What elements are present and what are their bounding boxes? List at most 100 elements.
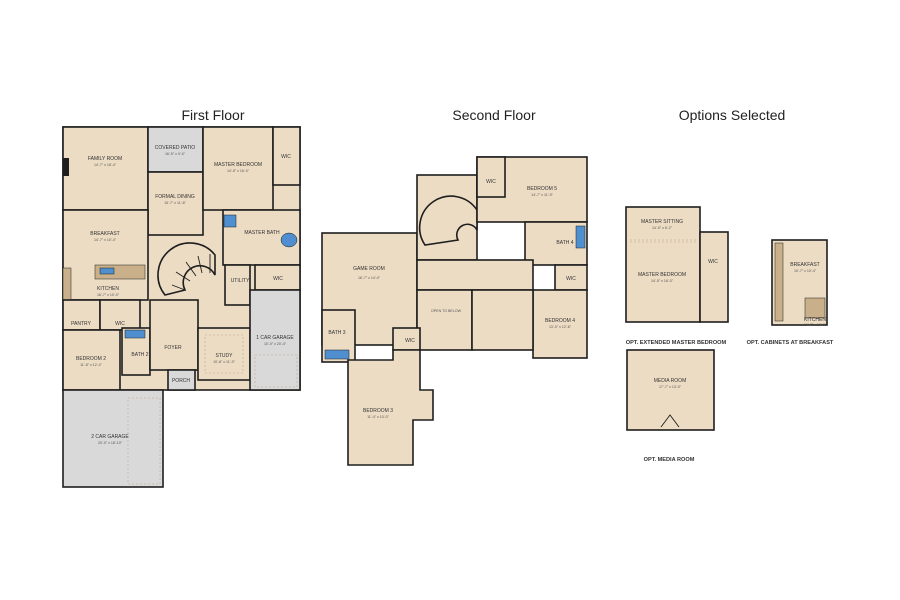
svg-text:WIC: WIC [405,338,415,344]
foyer [149,299,199,371]
svg-text:16'-7" x 10'-0": 16'-7" x 10'-0" [97,293,120,297]
bedroom-2 [62,329,121,391]
svg-text:WIC: WIC [566,276,576,282]
caption-cabinets-breakfast: OPT. CABINETS AT BREAKFAST [747,340,834,346]
sink-icon [99,267,115,275]
label-formal-dining: FORMAL DINING [155,194,195,200]
label-family-room: FAMILY ROOM [88,156,122,162]
caption-media-room: OPT. MEDIA ROOM [644,457,695,463]
svg-text:14'-5" x 16'-0": 14'-5" x 16'-0" [651,279,674,283]
stairs-icon [418,195,478,246]
svg-text:15'-7" x 11'-8": 15'-7" x 11'-8" [164,201,187,205]
covered-patio [147,126,204,173]
family-room [62,126,149,211]
caption-extended-master: OPT. EXTENDED MASTER BEDROOM [626,340,727,346]
bathtub-icon [575,225,586,249]
open-to-below [416,289,473,351]
svg-text:16'-7" x 10'-0": 16'-7" x 10'-0" [804,323,827,327]
2-car-garage [62,389,164,488]
bed2-wic [99,299,141,331]
cabinets [774,242,784,322]
svg-text:WIC: WIC [273,276,283,282]
svg-text:BATH 3: BATH 3 [328,330,345,336]
door-icon [660,414,680,428]
label-2-car-garage: 2 CAR GARAGE [91,434,129,440]
label-master-bath: MASTER BATH [244,230,280,236]
label-bedroom-2: BEDROOM 2 [76,356,106,362]
label-game-room: GAME ROOM [353,266,385,272]
label-bedroom-5: BEDROOM 5 [527,186,557,192]
svg-text:BATH 4: BATH 4 [556,240,573,246]
fireplace-icon [63,158,69,176]
second-floor-plan: GAME ROOM 16'-7" x 14'-0" BEDROOM 5 14'-… [321,156,588,466]
bath-wic [254,264,301,291]
svg-text:10'-0" x 20'-4": 10'-0" x 20'-4" [264,342,287,346]
bathtub-icon [124,329,146,339]
upstairs-hall [416,259,534,291]
first-floor-plan: FAMILY ROOM 14'-7" x 18'-4" COVERED PATI… [62,126,301,488]
kitchen-counter [804,297,826,319]
options-title: Options Selected [679,107,786,123]
option-extended-master: MASTER SITTING 14'-5" x 6'-2" MASTER BED… [625,206,729,346]
label-bedroom-3: BEDROOM 3 [363,408,393,414]
svg-text:14'-5" x 6'-2": 14'-5" x 6'-2" [652,226,673,230]
svg-text:PANTRY: PANTRY [71,321,91,327]
bedroom-4 [532,289,588,359]
svg-text:16'-5" x 9'-0": 16'-5" x 9'-0" [165,152,186,156]
svg-text:WIC: WIC [115,321,125,327]
option-cabinets-breakfast: BREAKFAST 10'-7" x 10'-4" KITCHEN 16'-7"… [747,239,834,346]
svg-text:MEDIA ROOM: MEDIA ROOM [654,378,687,384]
svg-text:20'-0" x 18'-10": 20'-0" x 18'-10" [98,441,123,445]
svg-text:11'-8" x 12'-4": 11'-8" x 12'-4" [80,363,103,367]
option-media-room: MEDIA ROOM 17'-7" x 13'-0" OPT. MEDIA RO… [626,349,715,463]
svg-text:10'-7" x 10'-4": 10'-7" x 10'-4" [794,269,817,273]
svg-text:WIC: WIC [281,154,291,160]
svg-text:MASTER BEDROOM: MASTER BEDROOM [638,272,686,278]
upper-room [471,289,534,351]
shower-icon [223,214,237,228]
bedroom-3 [347,349,434,466]
svg-text:PORCH: PORCH [172,378,190,384]
label-bedroom-4: BEDROOM 4 [545,318,575,324]
svg-text:14'-5" x 16'-0": 14'-5" x 16'-0" [227,169,250,173]
svg-text:16'-7" x 14'-0": 16'-7" x 14'-0" [358,276,381,280]
svg-text:10'-8" x 11'-3": 10'-8" x 11'-3" [213,360,236,364]
svg-text:14'-7" x 11'-9": 14'-7" x 11'-9" [531,193,554,197]
stairs-icon [157,242,216,296]
kitchen-counter [62,267,72,301]
svg-text:WIC: WIC [708,259,718,265]
svg-text:11'-4" x 10'-0": 11'-4" x 10'-0" [367,415,390,419]
formal-dining [147,171,204,236]
svg-text:BATH 2: BATH 2 [131,352,148,358]
master-wic [272,126,301,186]
svg-text:13'-0" x 12'-6": 13'-0" x 12'-6" [549,325,572,329]
label-open-to-below: OPEN TO BELOW [431,309,462,313]
svg-text:BREAKFAST: BREAKFAST [790,262,819,268]
porch [167,369,196,391]
bathtub-icon [324,349,350,360]
svg-text:14'-7" x 18'-4": 14'-7" x 18'-4" [94,163,117,167]
label-study: STUDY [216,353,234,359]
bathtub-icon [280,232,298,248]
label-kitchen: KITCHEN [97,286,119,292]
label-master-bedroom: MASTER BEDROOM [214,162,262,168]
label-foyer: FOYER [164,345,182,351]
label-breakfast: BREAKFAST [90,231,119,237]
svg-text:17'-7" x 13'-0": 17'-7" x 13'-0" [659,385,682,389]
study [197,327,251,381]
svg-text:UTILITY: UTILITY [231,278,250,284]
svg-text:14'-7" x 10'-4": 14'-7" x 10'-4" [94,238,117,242]
svg-text:WIC: WIC [486,179,496,185]
breakfast-kitchen [62,209,149,301]
svg-text:MASTER SITTING: MASTER SITTING [641,219,683,225]
label-covered-patio: COVERED PATIO [155,145,195,151]
second-floor-title: Second Floor [452,107,536,123]
1-car-garage [249,289,301,391]
first-floor-title: First Floor [182,107,245,123]
spiral-staircase [157,242,216,296]
label-1-car-garage: 1 CAR GARAGE [256,335,294,341]
bedroom5-wic [476,156,506,198]
utility-room [224,264,251,306]
svg-text:KITCHEN: KITCHEN [804,317,826,323]
